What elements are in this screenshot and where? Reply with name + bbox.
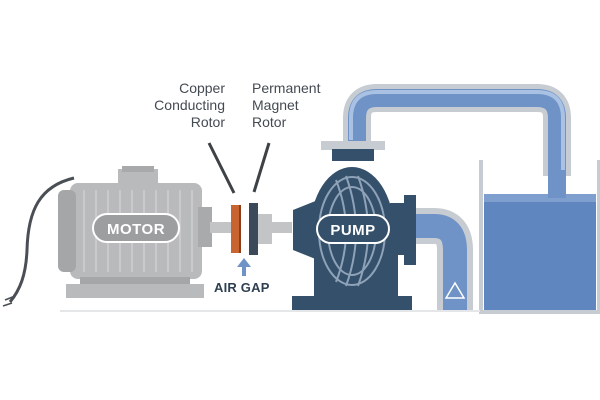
pump-label: PUMP	[330, 222, 375, 239]
arrow-up-icon	[237, 258, 251, 276]
pipe-fill	[348, 89, 566, 176]
copper-label-line-1: Copper	[179, 80, 225, 96]
discharge-pipe	[343, 84, 571, 176]
pipe-highlight	[349, 90, 565, 170]
copper-rotor-callout: Copper Conducting Rotor	[154, 80, 225, 131]
tank-wall	[479, 160, 600, 314]
magnet-label-line-2: Magnet	[252, 97, 299, 113]
motor-base	[80, 277, 190, 286]
motor-collar	[198, 207, 212, 247]
magnet-label-line-3: Rotor	[252, 114, 287, 130]
pump-base-plate	[292, 296, 412, 310]
floor-line	[60, 310, 480, 312]
magnet-label-line-1: Permanent	[252, 80, 321, 96]
copper-label-line-2: Conducting	[154, 97, 225, 113]
pump-shaft	[270, 222, 292, 233]
air-gap-label: AIR GAP	[214, 280, 270, 295]
magnet-rotor	[249, 203, 258, 255]
pump-label-tag	[316, 214, 390, 244]
copper-rotor-edge	[239, 205, 241, 253]
motor-end-cap	[58, 190, 76, 272]
cable-tick	[4, 295, 16, 301]
motor-top-box-lid	[122, 166, 154, 172]
pump-outlet-flange	[404, 195, 416, 265]
magnetic-coupling	[231, 203, 292, 255]
copper-callout-line	[207, 142, 236, 194]
motor-label-tag	[92, 213, 180, 243]
water-tank	[479, 160, 600, 314]
motor: MOTOR	[58, 166, 232, 298]
tank-water-surface	[484, 194, 596, 202]
power-cable	[8, 176, 75, 303]
motor-foot	[66, 284, 204, 298]
pipe-outline	[343, 84, 571, 176]
copper-rotor	[231, 205, 239, 253]
pump: PUMP	[292, 141, 416, 310]
magnet-callout-line	[252, 142, 271, 193]
inlet-pipe	[416, 208, 473, 312]
triangle-up-icon	[444, 281, 466, 299]
pump-top-flange	[321, 141, 385, 150]
magnet-rotor-callout: Permanent Magnet Rotor	[252, 80, 320, 131]
copper-label-line-3: Rotor	[190, 114, 225, 130]
motor-label: MOTOR	[107, 221, 165, 238]
motor-shaft	[210, 222, 232, 233]
inlet-pipe-fill	[416, 214, 467, 312]
pump-outlet-body	[390, 203, 408, 255]
pump-coupling-hub	[258, 214, 272, 244]
tank-water	[484, 194, 596, 310]
cable-tick	[2, 302, 13, 307]
pump-top-neck	[332, 149, 374, 161]
tank-inlet-end	[548, 170, 566, 198]
